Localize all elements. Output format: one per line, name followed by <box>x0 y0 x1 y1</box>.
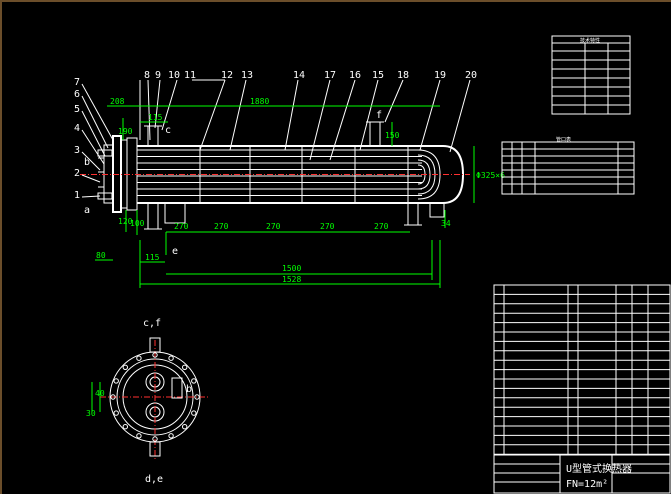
bom-table <box>493 284 671 456</box>
title-block: U型管式换热器 FN=12m² <box>493 454 671 494</box>
spec-table: 技术特性 <box>551 35 631 115</box>
bolt-hole <box>181 423 188 430</box>
bolt-hole <box>110 394 116 400</box>
title-model: FN=12m² <box>566 479 608 490</box>
bolt-hole <box>152 436 158 442</box>
bolt-hole <box>136 433 142 439</box>
label-cf: c,f <box>143 318 161 329</box>
label-b-end: b <box>186 384 192 395</box>
part-6: 6 <box>74 89 80 100</box>
part-18: 18 <box>397 70 409 81</box>
dim-270-5: 270 <box>374 222 389 231</box>
bolt-hole <box>113 378 119 384</box>
dim-phi325: Φ325×6 <box>476 171 505 180</box>
part-2: 2 <box>74 168 80 179</box>
dim-40: 40 <box>95 389 105 398</box>
label-c: c <box>165 125 171 136</box>
part-13: 13 <box>241 70 253 81</box>
dimensions: 208 1880 115 190 150 120 100 80 115 270 … <box>95 97 505 288</box>
dim-270-4: 270 <box>320 222 335 231</box>
bottom-nozzle <box>149 441 161 457</box>
bolt-hole <box>191 378 197 384</box>
dim-115-top: 115 <box>148 113 163 122</box>
bolt-hole <box>168 355 174 361</box>
dim-208: 208 <box>110 97 125 106</box>
top-nozzle <box>149 337 161 353</box>
tube-bundle <box>137 149 422 196</box>
part-3: 3 <box>74 145 80 156</box>
dim-80: 80 <box>96 251 106 260</box>
nozzle-table: 管口表 <box>501 136 635 195</box>
bolt-hole <box>194 394 200 400</box>
bolt-hole <box>191 410 197 416</box>
end-view: 30 40 c,f d,e b <box>86 318 210 485</box>
leader-lines <box>81 79 471 198</box>
part-11: 11 <box>184 70 196 81</box>
dim-34: 34 <box>441 219 451 228</box>
dim-150: 150 <box>385 131 400 140</box>
bolt-hole <box>136 355 142 361</box>
label-a: a <box>84 205 90 216</box>
part-10: 10 <box>168 70 180 81</box>
bolt-hole <box>113 410 119 416</box>
part-9: 9 <box>155 70 161 81</box>
dim-1528: 1528 <box>282 275 301 284</box>
part-14: 14 <box>293 70 305 81</box>
label-f: f <box>376 110 382 121</box>
part-12: 12 <box>221 70 233 81</box>
part-8: 8 <box>144 70 150 81</box>
dim-190: 190 <box>118 127 133 136</box>
dim-270-1: 270 <box>174 222 189 231</box>
part-1: 1 <box>74 190 80 201</box>
dim-120: 120 <box>118 217 133 226</box>
part-20: 20 <box>465 70 477 81</box>
part-19: 19 <box>434 70 446 81</box>
bolt-hole <box>152 352 158 358</box>
side-nozzle <box>171 377 183 399</box>
label-de: d,e <box>145 474 163 485</box>
spec-table-title: 技术特性 <box>580 37 600 44</box>
saddle-right <box>429 202 445 218</box>
elevation-view <box>80 121 470 230</box>
label-e: e <box>172 246 178 257</box>
bolt-hole <box>122 364 129 371</box>
bolt-hole <box>168 433 174 439</box>
nozzle-f <box>369 121 381 147</box>
title-name: U型管式换热器 <box>566 462 632 475</box>
dim-270-3: 270 <box>266 222 281 231</box>
label-b: b <box>84 157 90 168</box>
dim-1880: 1880 <box>250 97 269 106</box>
part-7: 7 <box>74 77 80 88</box>
dim-115-bottom: 115 <box>145 253 160 262</box>
dim-100: 100 <box>130 219 145 228</box>
bolt-hole <box>181 364 188 371</box>
saddle-left <box>164 202 186 224</box>
nozzle-d <box>407 202 419 226</box>
part-5: 5 <box>74 104 80 115</box>
dim-30: 30 <box>86 409 96 418</box>
nozzle-e <box>147 202 159 230</box>
bolt-hole <box>122 423 129 430</box>
part-4: 4 <box>74 123 80 134</box>
dim-270-2: 270 <box>214 222 229 231</box>
dim-1500: 1500 <box>282 264 301 273</box>
part-15: 15 <box>372 70 384 81</box>
part-balloons: 8 9 10 11 12 13 14 17 16 15 18 19 20 7 6… <box>74 70 477 257</box>
part-17: 17 <box>324 70 336 81</box>
nozzle-table-title: 管口表 <box>556 136 571 143</box>
bolt-holes <box>110 352 200 442</box>
part-16: 16 <box>349 70 361 81</box>
